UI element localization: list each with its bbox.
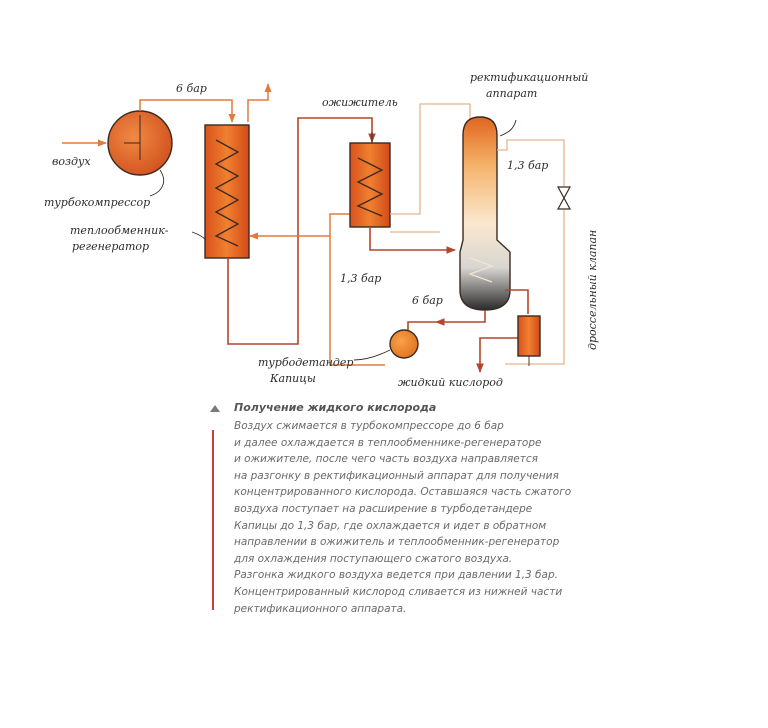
caption-line: направлении в ожижитель и теплообменник-… (234, 536, 560, 549)
turboexpander-label-2: Капицы (269, 372, 316, 385)
caption-body: Воздух сжимается в турбокомпрессоре до 6… (234, 418, 634, 617)
air-inlet: воздух (52, 139, 107, 168)
caption-line: Капицы до 1,3 бар, где охлаждается и иде… (234, 519, 547, 532)
throttle-valve (556, 186, 572, 210)
pressure-6-bottom-label: 6 бар (412, 294, 443, 307)
turbocompressor-label: турбокомпрессор (44, 196, 150, 209)
caption-marker-icon (210, 405, 220, 412)
pressure-6-top-label: 6 бар (176, 82, 207, 95)
caption-line: Воздух сжимается в турбокомпрессоре до 6… (234, 420, 504, 432)
caption-line: ректификационного аппарата. (234, 602, 407, 615)
pipe-hx-to-liquefier (227, 117, 376, 345)
heat-exchanger-label-2: регенератор (72, 240, 149, 253)
caption-line: и далее охлаждается в теплообменнике-рег… (234, 436, 542, 449)
caption-divider (212, 430, 214, 610)
pipe-liquefier-to-column (369, 103, 471, 254)
caption-title: Получение жидкого кислорода (234, 401, 437, 414)
rectification-label-2: аппарат (486, 87, 537, 100)
liquid-oxygen-outlet: жидкий кислород (398, 376, 503, 389)
caption-line: воздуха поступает на расширение в турбод… (234, 502, 533, 515)
pipe-compressor-to-hx: 6 бар (139, 82, 272, 123)
liquid-oxygen-label: жидкий кислород (398, 376, 503, 389)
air-label: воздух (52, 155, 91, 168)
pipe-throttle-loop: дроссельный клапан (497, 139, 599, 365)
liquefier-label: ожижитель (322, 96, 398, 109)
liquefier: ожижитель (322, 96, 398, 228)
pressure-13-return-label: 1,3 бар (340, 272, 381, 285)
turbocompressor: турбокомпрессор (44, 110, 173, 209)
rectification-label: ректификационный (470, 71, 588, 84)
caption-line: и ожижителе, после чего часть воздуха на… (234, 453, 538, 466)
caption-line: Разгонка жидкого воздуха ведется при дав… (234, 569, 558, 582)
rectification-column: ректификационный аппарат 1,3 бар (459, 71, 588, 311)
turboexpander-kapitsa: турбодетандер Капицы (258, 329, 419, 385)
caption-line: Концентрированный кислород сливается из … (234, 585, 563, 598)
subcooler (517, 315, 541, 366)
throttle-valve-label: дроссельный клапан (586, 230, 599, 350)
pipe-return-to-hx: 1,3 бар (249, 213, 385, 366)
oxygen-process-diagram: воздух турбокомпрессор 6 бар теплообменн… (44, 71, 599, 389)
pipe-column-to-expander: 6 бар (407, 289, 529, 373)
pressure-13-column-label: 1,3 бар (507, 159, 548, 172)
caption-line: концентрированного кислорода. Оставшаяся… (234, 486, 572, 499)
turboexpander-label: турбодетандер (258, 356, 353, 369)
caption-line: на разгонку в ректификационный аппарат д… (234, 469, 559, 482)
heat-exchanger-label: теплообменник- (70, 224, 169, 237)
heat-exchanger-regenerator: теплообменник- регенератор (70, 124, 250, 259)
caption-line: для охлаждения поступающего сжатого возд… (234, 552, 513, 565)
